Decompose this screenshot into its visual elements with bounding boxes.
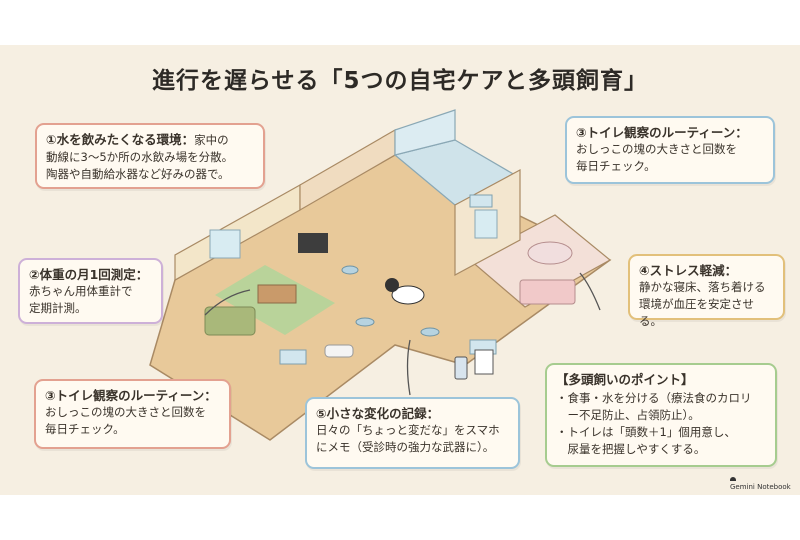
- arrow-icon: [579, 272, 601, 311]
- water-bowl-icon: [355, 317, 375, 327]
- baby-scale-icon: [324, 344, 354, 358]
- weight-line2: 赤ちゃん用体重計で: [29, 284, 133, 298]
- arrow-icon: [204, 289, 251, 316]
- logo-icon: [730, 477, 736, 481]
- weight-line3: 定期計測。: [29, 301, 87, 315]
- window-icon: [474, 209, 498, 239]
- water-environment-box: ①水を飲みたくなる環境：家中の 動線に3〜5か所の水飲み場を分散。 陶器や自動給…: [35, 123, 265, 189]
- record-heading: ⑤小さな変化の記録：: [316, 406, 440, 421]
- cat-head-icon: [385, 278, 399, 292]
- weight-measure-box: ②体重の月1回測定： 赤ちゃん用体重計で 定期計測。: [18, 258, 163, 324]
- litter-box-icon: [279, 349, 307, 365]
- record-line2: 日々の「ちょっと変だな」をスマホ: [316, 423, 500, 437]
- stress-reduction-box: ④ストレス軽減： 静かな寝床、落ち着ける 環境が血圧を安定させる。: [628, 254, 785, 328]
- window-icon: [209, 229, 241, 259]
- water-line2: 動線に3〜5か所の水飲み場を分散。: [46, 150, 234, 164]
- stress-heading: ④ストレス軽減：: [639, 263, 738, 278]
- water-bowl-icon: [420, 327, 440, 337]
- change-record-box: ⑤小さな変化の記録： 日々の「ちょっと変だな」をスマホ にメモ（受診時の強力な武…: [305, 397, 520, 469]
- weight-heading: ②体重の月1回測定：: [29, 267, 149, 282]
- infographic-canvas: 進行を遅らせる「5つの自宅ケアと多頭飼育」: [0, 45, 800, 495]
- page-title: 進行を遅らせる「5つの自宅ケアと多頭飼育」: [151, 68, 649, 94]
- stress-line3: 環境が血圧を安定させる。: [639, 297, 754, 328]
- multi-cat-points-box: 【多頭飼いのポイント】 ・食事・水を分ける（療法食のカロリ ー不足防止、占領防止…: [545, 363, 777, 467]
- toilet-right-line3: 毎日チェック。: [576, 159, 656, 173]
- memo-pad-icon: [474, 349, 494, 375]
- water-bowl-icon: [341, 265, 359, 275]
- toilet-left-heading: ③トイレ観察のルーティーン：: [45, 388, 217, 403]
- multi-line2: ー不足防止、占領防止）。: [556, 408, 700, 422]
- tv-icon: [298, 233, 328, 253]
- toilet-right-heading: ③トイレ観察のルーティーン：: [576, 125, 748, 140]
- multi-line1: ・食事・水を分ける（療法食のカロリ: [556, 391, 752, 405]
- litter-box-icon: [469, 194, 493, 208]
- gemini-notebook-logo: Gemini Notebook: [730, 475, 800, 491]
- house-illustration: [149, 109, 612, 441]
- smartphone-icon: [454, 356, 468, 380]
- record-line3: にメモ（受診時の強力な武器に）。: [316, 440, 495, 454]
- logo-text: Gemini Notebook: [730, 483, 791, 491]
- bed-icon: [519, 279, 576, 305]
- arrow-icon: [406, 339, 411, 396]
- water-line3: 陶器や自動給水器など好みの器で。: [46, 167, 230, 181]
- bathroom-wall: [394, 109, 456, 156]
- multi-line4: 尿量を把握しやすくする。: [556, 442, 706, 456]
- multi-line3: ・トイレは「頭数＋1」個用意し、: [556, 425, 736, 439]
- table-icon: [257, 284, 297, 304]
- cat-bed-icon: [527, 241, 573, 265]
- cat-icon: [391, 285, 425, 305]
- stress-line2: 静かな寝床、落ち着ける: [639, 280, 766, 294]
- multi-heading: 【多頭飼いのポイント】: [556, 372, 694, 387]
- toilet-routine-box-left: ③トイレ観察のルーティーン： おしっこの塊の大きさと回数を 毎日チェック。: [34, 379, 231, 449]
- water-heading: ①水を飲みたくなる環境：: [46, 132, 195, 147]
- sofa-icon: [204, 306, 256, 336]
- toilet-left-line3: 毎日チェック。: [45, 422, 125, 436]
- toilet-routine-box-right: ③トイレ観察のルーティーン： おしっこの塊の大きさと回数を 毎日チェック。: [565, 116, 775, 184]
- toilet-left-line2: おしっこの塊の大きさと回数を: [45, 405, 206, 419]
- water-line1: 家中の: [194, 133, 229, 147]
- toilet-right-line2: おしっこの塊の大きさと回数を: [576, 142, 737, 156]
